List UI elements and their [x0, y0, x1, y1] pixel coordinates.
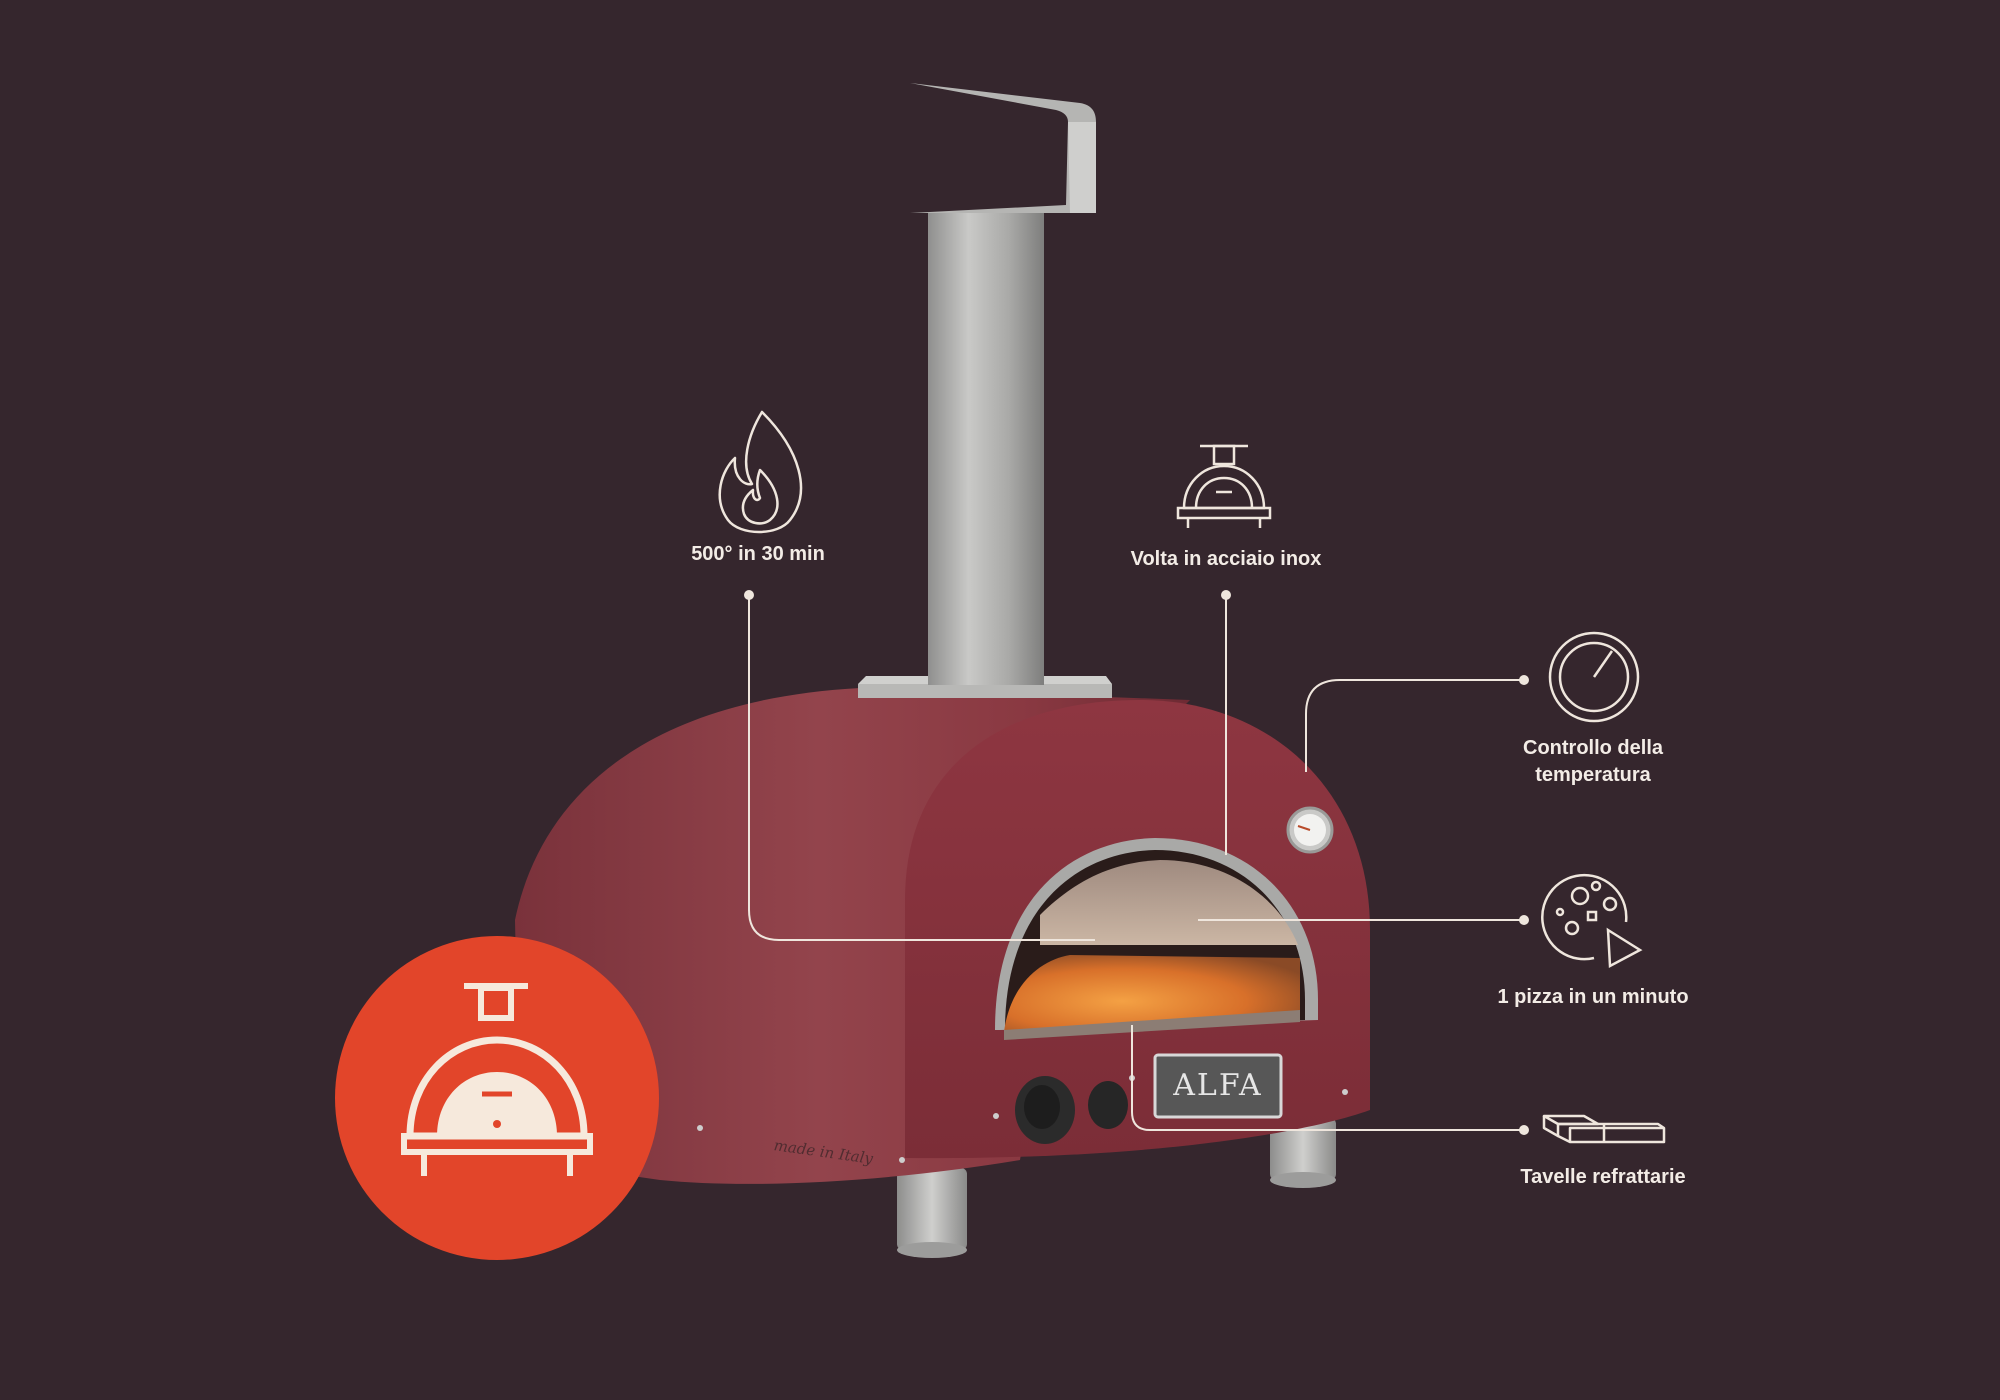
refractory-bricks-icon: [1542, 1114, 1666, 1144]
feature-label-dome: Volta in acciaio inox: [1130, 548, 1322, 570]
callout-dot: [1519, 915, 1529, 925]
pizza-icon: [1541, 873, 1643, 969]
oven-leg: [1270, 1118, 1336, 1180]
feature-label-temperature-line2: temperatura: [1535, 764, 1651, 786]
callout-line-flame: [748, 595, 1095, 941]
feature-label-bricks: Tavelle refrattarie: [1520, 1166, 1686, 1188]
oven-dome-icon: [1176, 444, 1272, 528]
pizza-oven: [515, 83, 1370, 1258]
callout-dot: [1221, 590, 1231, 600]
oven-ceiling: [1040, 860, 1298, 945]
feature-label-temperature-line1: Controllo della: [1523, 737, 1663, 759]
callout-dot: [1519, 1125, 1529, 1135]
callout-dot: [744, 590, 754, 600]
brand-plate-text: ALFA: [1173, 1068, 1263, 1103]
ignition-knob: [1088, 1081, 1128, 1129]
flame-icon: [718, 410, 803, 534]
callout-line-temperature: [1305, 679, 1524, 772]
callout-lines: [748, 595, 1524, 1131]
callout-dots: [744, 590, 1529, 1135]
oven-leg-base: [897, 1242, 967, 1258]
callout-line-bricks: [1131, 1025, 1524, 1131]
chimney-base-plate: [858, 684, 1112, 698]
thermometer-gauge-icon: [1548, 631, 1640, 723]
brand-plate: [1153, 1053, 1283, 1119]
chimney-pipe: [928, 213, 1044, 685]
feature-label-temperature: Controllo della temperatura: [1523, 735, 1663, 789]
oven-leg-base: [1270, 1172, 1336, 1188]
chimney-cap: [910, 83, 1096, 213]
oven-fire-floor: [1004, 955, 1300, 1032]
feature-label-pizza: 1 pizza in un minuto: [1497, 986, 1689, 1008]
oven-icon: [401, 983, 593, 1176]
oven-leg: [897, 1168, 967, 1250]
callout-dot: [1519, 675, 1529, 685]
oven-badge: [335, 936, 659, 1260]
feature-label-heat: 500° in 30 min: [691, 543, 825, 565]
